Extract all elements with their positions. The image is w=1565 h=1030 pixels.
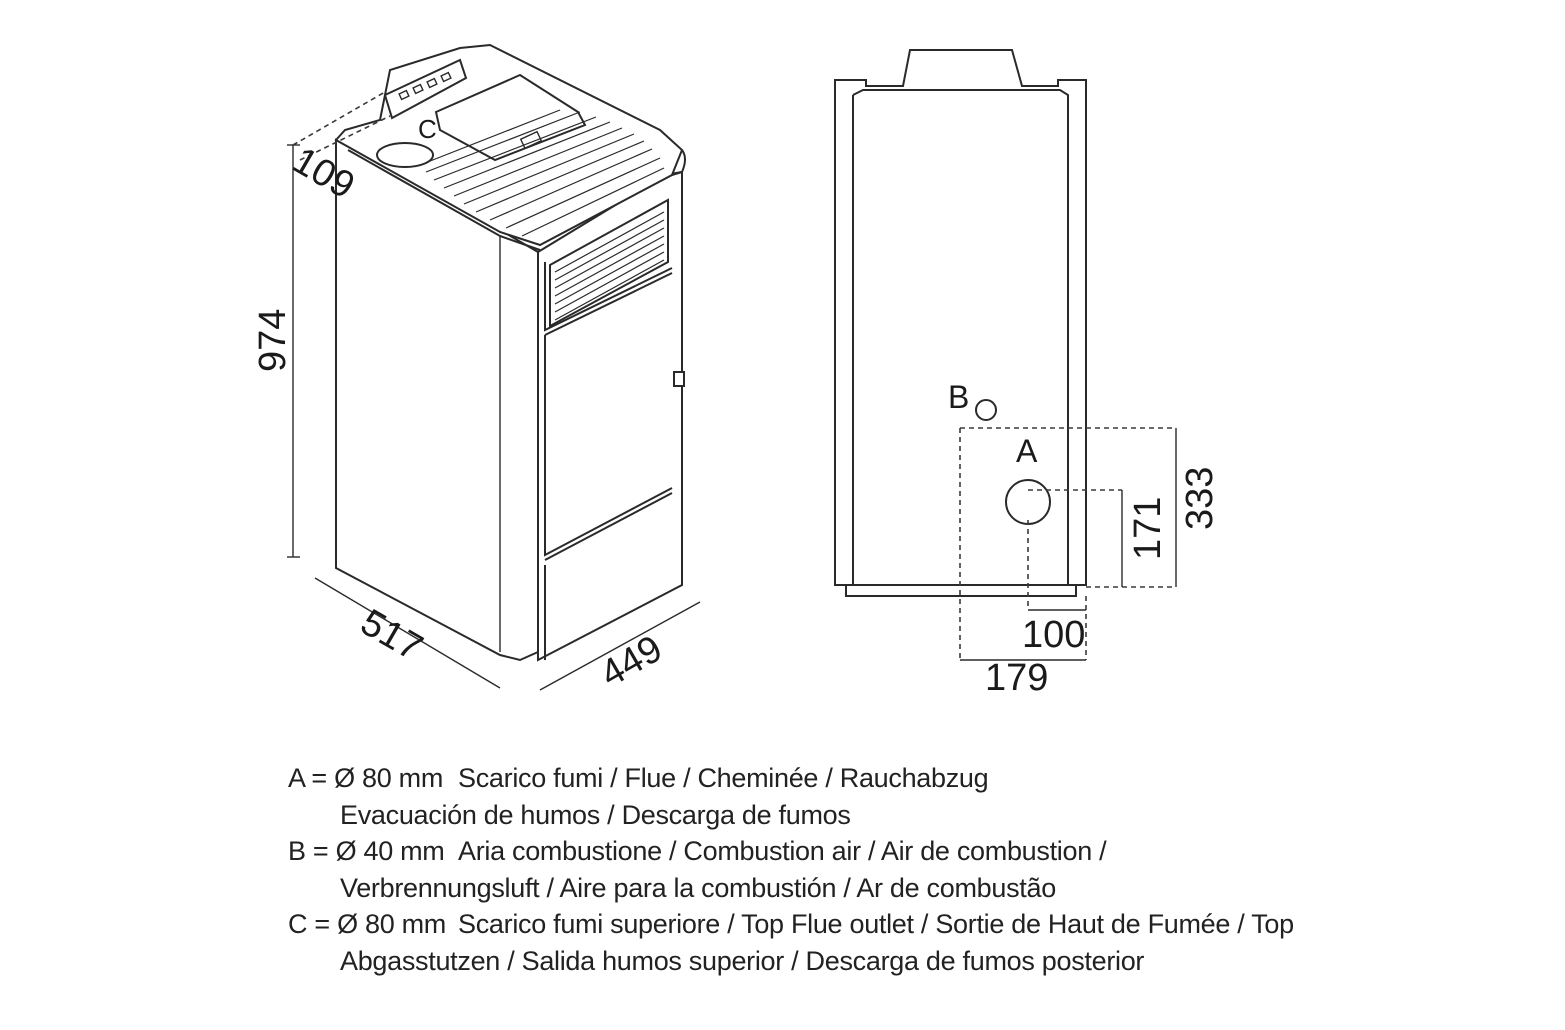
legend-text-a-line1: Scarico fumi / Flue / Cheminée / Rauchab… — [458, 763, 989, 793]
rear-base-plinth — [845, 584, 1077, 597]
dim-a-side: 100 — [1022, 614, 1085, 656]
marker-c-label: C — [418, 114, 437, 144]
depth-dimension-line — [314, 577, 501, 689]
rear-panel-outline — [834, 49, 1087, 586]
legend-text-c-line2: Abgasstutzen / Salida humos superior / D… — [340, 945, 1145, 976]
dim-ab-height: 333 — [1179, 467, 1221, 530]
legend-row-c: C = Ø 80 mm Scarico fumi superiore / Top… — [288, 906, 1488, 943]
top-vent-grille — [419, 109, 665, 237]
stove-isometric-view: C 974 109 517 449 — [252, 43, 701, 696]
stove-front-panel — [537, 170, 683, 662]
legend-key-a: A = Ø 80 mm — [288, 763, 444, 793]
width-dimension-line — [539, 601, 701, 691]
legend-text-c-line1: Scarico fumi superiore / Top Flue outlet… — [458, 909, 1294, 939]
legend-row-a: A = Ø 80 mm Scarico fumi / Flue / Chemin… — [288, 760, 1488, 797]
stove-rear-view: B A 171 333 100 179 — [834, 49, 1221, 699]
dim-ab-side: 179 — [985, 657, 1048, 699]
legend-text-a-line2: Evacuación de humos / Descarga de fumos — [340, 799, 851, 830]
legend-text-b-line1: Aria combustione / Combustion air / Air … — [458, 836, 1107, 866]
stove-dimension-drawing: C 974 109 517 449 B A — [252, 43, 1221, 699]
legend-row-b: B = Ø 40 mm Aria combustione / Combustio… — [288, 833, 1488, 870]
pellet-hopper-lid — [434, 73, 587, 162]
door-handle — [673, 371, 685, 387]
legend-text-b-line2: Verbrennungsluft / Aire para la combusti… — [340, 872, 1056, 903]
marker-a-label: A — [1016, 433, 1038, 469]
combustion-air-port-b — [975, 399, 997, 421]
dim-height: 974 — [252, 309, 294, 372]
top-flue-outlet-c — [376, 142, 434, 168]
marker-b-label: B — [948, 379, 969, 415]
legend-key-c: C = Ø 80 mm — [288, 909, 446, 939]
flue-outlet-port-a — [1005, 479, 1051, 525]
control-panel — [383, 58, 468, 120]
dim-width: 449 — [594, 628, 670, 696]
legend: A = Ø 80 mm Scarico fumi / Flue / Chemin… — [288, 760, 1488, 979]
front-vent-grille — [549, 198, 669, 328]
dim-a-height: 171 — [1127, 497, 1169, 560]
legend-key-b: B = Ø 40 mm — [288, 836, 445, 866]
